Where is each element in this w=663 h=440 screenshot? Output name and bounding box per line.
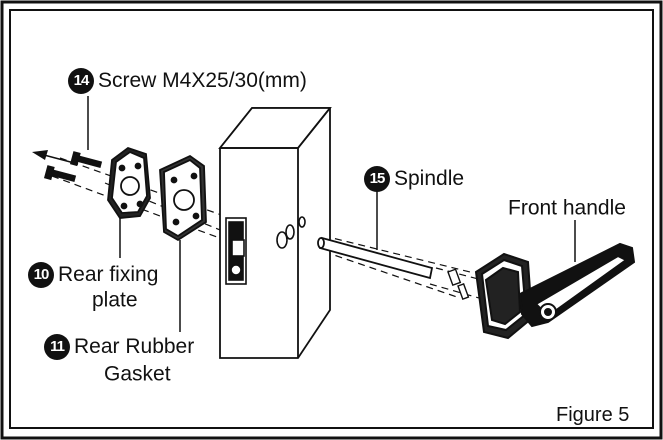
latch-faceplate — [225, 217, 247, 285]
badge-15: 15 — [364, 166, 390, 192]
screw-part-14 — [43, 151, 103, 182]
figure-caption: Figure 5 — [556, 404, 630, 426]
spindle-part-15 — [317, 236, 434, 280]
screw-label: Screw M4X25/30(mm) — [98, 69, 307, 92]
badge-11: 11 — [44, 334, 70, 360]
label-rear-gasket-line2: Gasket — [104, 362, 171, 386]
handle-pins — [447, 268, 470, 301]
leader-lines — [87, 96, 576, 332]
label-rear-plate-line2: plate — [92, 288, 138, 312]
door-block — [218, 107, 332, 359]
badge-14: 14 — [68, 68, 94, 94]
front-handle-label: Front handle — [508, 196, 626, 220]
rear-gasket-label-line1: Rear Rubber — [74, 335, 195, 358]
door-holes — [276, 216, 306, 249]
badge-10: 10 — [28, 262, 54, 288]
rear-plate-label-line1: Rear fixing — [58, 263, 159, 286]
front-handle-part — [474, 242, 636, 340]
spindle-label: Spindle — [394, 167, 465, 190]
rear-fixing-plate-part-10 — [107, 146, 151, 219]
rear-plate-label-line2: plate — [92, 288, 138, 312]
label-front-handle: Front handle — [508, 196, 626, 220]
rear-rubber-gasket-part-11 — [159, 154, 207, 242]
inner-border — [9, 9, 654, 429]
rear-gasket-label-line2: Gasket — [104, 362, 171, 386]
